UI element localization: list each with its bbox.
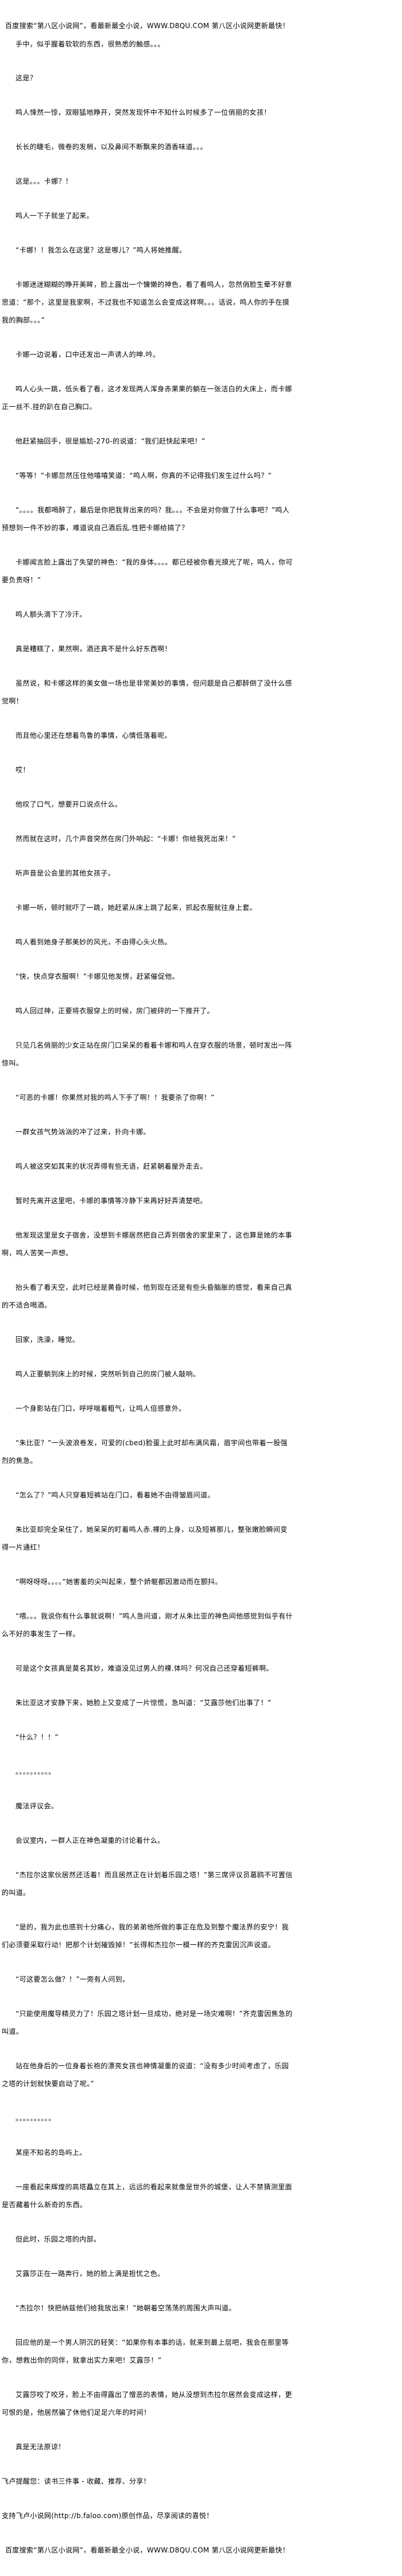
paragraph: “可这要怎么做？！”一旁有人问到。 (16, 1975, 130, 1983)
paragraph: 魔法评议会。 (16, 1802, 59, 1810)
paragraph: 艾露莎正在一路奔行，她的脸上满是担忧之色。 (16, 2270, 165, 2278)
paragraph: 这是。。。卡娜？！ (16, 177, 73, 185)
paragraph: 艾露莎咬了咬牙，脸上不由得露出了憎恶的表情，她从没想到杰拉尔居然会变成这样，更可… (2, 2391, 292, 2417)
paragraph: 真是无法原谅！ (16, 2443, 65, 2451)
paragraph: 卡娜一听，顿时就吓了一跳，她赶紧从床上跳了起来，抓起衣服就往身上套。 (16, 904, 257, 912)
paragraph: 虽然说，和卡娜这样的美女做一场也是非常美妙的事情，但问题是自己都醉倒了没什么感觉… (2, 679, 292, 705)
site-banner-top: 百度搜索“第八区小说网”，看最新最全小说，WWW.D8QU.COM 第八区小说网… (5, 22, 289, 30)
paragraph: 鸣人心头一跳，低头看了看，这才发现两人浑身赤果果的躺在一张洁白的大床上，而卡娜正… (2, 385, 292, 411)
paragraph: 他发现这里是女子宿舍，没想到卡娜居然把自己弄到宿舍的家里来了，这也算是她的本事啊… (2, 1231, 292, 1257)
paragraph: 但此时，乐园之塔的内部。 (16, 2235, 101, 2243)
paragraph: 他叹了口气，想要开口说点什么。 (16, 800, 122, 808)
paragraph: 鸣人被这突如其来的状况弄得有些无语，赶紧朝着屋外走去。 (16, 1162, 207, 1170)
paragraph: “可恶的卡娜！你果然对我的鸣人下手了啊！！我要杀了你啊！” (16, 1094, 215, 1102)
paragraph: 鸣人一下子就坐了起来。 (16, 212, 94, 220)
paragraph: 暂时先离开这里吧，卡娜的事情等冷静下来再好好弄清楚吧。 (16, 1197, 207, 1205)
paragraph: “啊呀呀呀。。。。”她害羞的尖叫起来，整个娇躯都因激动而在颤抖。 (16, 1578, 222, 1586)
paragraph: “怎么了？”鸣人只穿着短裤站在门口，看着她不由得皱眉问道。 (16, 1491, 215, 1499)
paragraph: “朱比亚？”一头波浪卷发，可爱的(cbed)脸蛋上此时却布满风霜，眉宇间也带着一… (2, 1439, 288, 1465)
paragraph: 卡娜闻言脸上露出了失望的神色：“我的身体。。。。都已经被你看光摸光了呢，鸣人，你… (2, 558, 293, 584)
paragraph: 然而就在这时，几个声音突然在房门外响起：“卡娜！你给我死出来！” (16, 835, 236, 843)
paragraph: “什么？！！” (16, 1733, 59, 1741)
paragraph: “卡娜！！我怎么在这里？这是哪儿？”鸣人将她推醒。 (16, 246, 187, 254)
paragraph: “。。。。我都喝醉了，最后是你把我背出来的吗？我。。。不会是对你做了什么事吧？”… (2, 506, 290, 532)
paragraph: 朱比亚这才安静下来，她脸上又变成了一片惊慌，急叫道：“艾露莎他们出事了！” (16, 1699, 272, 1707)
chapter-content: 手中，似乎握着软软的东西，很熟悉的触感。。。这是？ 鸣人悚然一惊，双眼猛地睁开，突… (2, 36, 293, 2576)
paragraph: “杰拉尔！快把纳兹他们给我放出来！”她朝着空荡荡的周围大声叫道。 (16, 2304, 236, 2312)
chapter-body: 手中，似乎握着软软的东西，很熟悉的触感。。。这是？ 鸣人悚然一惊，双眼猛地睁开，突… (2, 36, 293, 2456)
paragraph: 一座看起来辉煌的高塔矗立在其上，远远的看起来就像是世外的城堡，让人不禁猜测里面是… (2, 2183, 292, 2209)
footer-support: 支持飞卢小说网(http://b.faloo.com)原创作品，尽享阅读的喜悦！ (2, 2512, 214, 2520)
paragraph: “等等！”卡娜忽然压住他嘻嘻笑道：“鸣人啊，你真的不记得我们发生过什么吗？” (16, 472, 272, 480)
paragraph: “喂。。。我说你有什么事就说啊！”鸣人急问道，刚才从朱比亚的神色间他感觉到似乎有… (2, 1612, 293, 1638)
paragraph: 抬头看了看天空，此时已经是黄昏时候，他到现在还是有些头昏脑胀的感觉，看来自己真的… (2, 1283, 292, 1309)
paragraph: 某座不知名的岛屿上。 (16, 2149, 87, 2157)
paragraph: 可是这个女孩真是莫名其妙，难道没见过男人的裸.体吗？何况自己还穿着短裤啊。 (16, 1664, 273, 1672)
paragraph: 卡娜一边说着，口中还发出一声诱人的呻.吟。 (16, 351, 160, 359)
paragraph: 卡娜迷迷糊糊的睁开美眸，脸上露出一个慵懒的神色，看了看鸣人，忽然俏脸生晕不好意思… (2, 281, 292, 324)
paragraph: 鸣人额头滴下了冷汗。 (16, 610, 87, 618)
paragraph: “杰拉尔这家伙居然还活着！而且居然正在计划着乐园之塔！”第三席评议员葛鸥不可置信… (2, 1871, 293, 1897)
paragraph: 鸣人看到她身子那美妙的风光，不由得心头火热。 (16, 938, 172, 946)
paragraph: “快，快点穿衣服啊！”卡娜见他发愣，赶紧催促他。 (16, 972, 179, 980)
site-banner-bottom: 百度搜索“第八区小说网”，看最新最全小说，WWW.D8QU.COM 第八区小说网… (5, 2546, 289, 2554)
paragraph: 鸣人回过神，正要将衣服穿上的时候，房门被砰的一下推开了。 (16, 1007, 214, 1015)
paragraph: 这是？ (16, 74, 37, 82)
paragraph: 哎！ (16, 766, 30, 774)
paragraph: 只见几名俏丽的少女正站在房门口呆呆的看着卡娜和鸣人在穿衣服的场景，顿时发出一阵惊… (2, 1041, 292, 1067)
paragraph: 回应他的是一个男人阴沉的轻笑：“如果你有本事的话，就来到最上层吧，我会在那里等你… (2, 2338, 289, 2364)
paragraph: 。。。。。。。。。。 (16, 1768, 56, 1776)
paragraph: 鸣人悚然一惊，双眼猛地睁开，突然发现怀中不知什么时候多了一位俏丽的女孩！ (16, 108, 271, 116)
paragraph: 长长的睫毛，微卷的发梢，以及鼻间不断飘来的酒香味道。。。 (16, 143, 207, 151)
paragraph: 听声音是公会里的其他女孩子。 (16, 869, 115, 877)
paragraph: 一个身影站在门口，呼呼喘着粗气，让鸣人倍感意外。 (16, 1404, 186, 1412)
paragraph: 会议室内，一群人正在神色凝重的讨论着什么。 (16, 1836, 165, 1845)
paragraph: 鸣人正要躺到床上的时候，突然听到自己的房门被人敲响。 (16, 1370, 200, 1378)
footer-reminder: 飞卢提醒您：读书三件事 - 收藏、推荐、分享！ (2, 2477, 150, 2485)
paragraph: 一群女孩气势汹汹的冲了过来，扑向卡娜。 (16, 1128, 150, 1136)
paragraph: 真是糟糕了，果然啊，酒还真不是什么好东西啊！ (16, 645, 172, 653)
paragraph: 朱比亚却完全呆住了，她呆呆的盯着鸣人赤.裸的上身，以及短裤那儿，整张嫩脸瞬间变得… (2, 1526, 288, 1551)
paragraph: 回家，洗澡，睡觉。 (16, 1336, 80, 1344)
paragraph: “只能使用魔导精灵力了！乐园之塔计划一旦成功，绝对是一场灾难啊！”齐克雷因焦急的… (2, 2010, 293, 2036)
paragraph: 站在他身后的一位身着长袍的漂亮女孩也神情凝重的说道：“没有多少时间考虑了，乐园之… (2, 2062, 289, 2088)
paragraph: 手中，似乎握着软软的东西，很熟悉的触感。。。 (16, 40, 165, 48)
paragraph: 他赶紧抽回手，很是尴尬-270-的说道：“我们赶快起来吧！” (16, 437, 206, 445)
paragraph: 。。。。。。。。。。 (16, 2114, 56, 2122)
paragraph: “是的，我为此也感到十分痛心，我的弟弟他所做的事正在危及到整个魔法界的安宁！我们… (2, 1923, 289, 1949)
paragraph: 而且他心里还在想着鸟鲁的事情，心情低落着呢。 (16, 731, 172, 740)
